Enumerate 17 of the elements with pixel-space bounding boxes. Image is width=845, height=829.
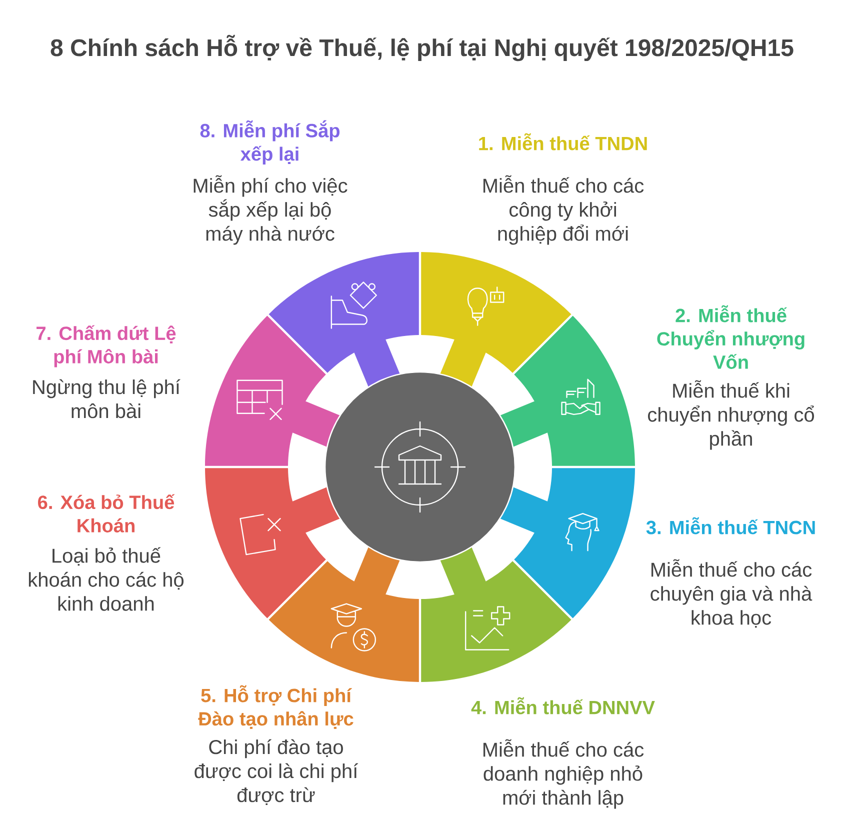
item-description: Loại bỏ thuế khoán cho các hộ kinh doanh [28, 547, 184, 611]
item-title: 3. Miễn thuế TNCN [646, 517, 815, 534]
item-title: 4. Miễn thuế DNNVV [471, 697, 655, 714]
item-description: Chi phí đào tạo được coi là chi phí được trừ [194, 739, 358, 806]
item-title: 6. Xóa bỏ Thuế Khoán [38, 494, 175, 532]
item-title: 2. Miễn thuế Chuyển nhượng Vốn [657, 305, 804, 369]
item-description: Miễn thuế cho các doanh nghiệp nhỏ mới thành lập [483, 739, 644, 809]
title: 8 Chính sách Hỗ trợ về Thuế, lệ phí tại Nghị quyết 198/2025/QH15 [50, 34, 794, 62]
item-description: Miễn thuế cho các công ty khởi nghiệp đổi mới [483, 175, 644, 245]
item-title: 5. Hỗ trợ Chi phí Đào tạo nhân lực [198, 685, 354, 729]
item-title: 8. Miễn phí Sắp xếp lại [200, 120, 340, 165]
item-description: Miễn phí cho việc sắp xếp lại bộ máy nhà nước [194, 175, 348, 245]
item-description: Ngừng thu lệ phí môn bài [33, 379, 180, 418]
item-description: Miễn thuế cho các chuyên gia và nhà khoa học [650, 559, 812, 628]
item-title: 1. Miễn thuế TNDN [479, 133, 647, 150]
item-description: Miễn thuế khi chuyển nhượng cổ phần [648, 380, 814, 450]
item-title: 7. Chấm dứt Lệ phí Môn bài [36, 325, 176, 368]
